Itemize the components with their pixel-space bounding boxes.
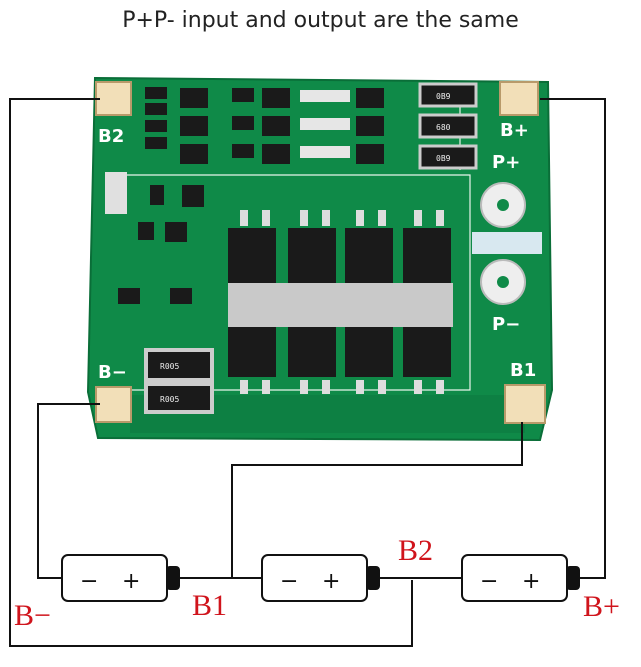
pcb-label-p-minus: P− <box>492 314 520 335</box>
battery-3: − + <box>461 554 580 602</box>
wire-b2 <box>9 98 413 647</box>
pad-b-minus <box>95 386 132 423</box>
pad-b-plus <box>499 81 539 116</box>
page-title: P+P- input and output are the same <box>122 8 519 33</box>
resistor-0-code: 0B9 <box>436 92 451 101</box>
mosfet-bottom-row <box>228 305 453 377</box>
shunt-1: R005 <box>144 382 214 414</box>
battery-1: − + <box>61 554 180 602</box>
battery-2-minus: − <box>280 569 298 594</box>
pcb-label-b2: B2 <box>98 126 124 147</box>
pcb-label-b-minus: B− <box>98 362 127 383</box>
resistor-1-code: 680 <box>436 123 451 132</box>
pcb-label-b1: B1 <box>510 360 536 381</box>
label-b2: B2 <box>398 534 433 567</box>
label-b-plus: B+ <box>583 590 620 623</box>
pad-b2 <box>95 81 132 116</box>
wire-b-minus <box>37 403 100 579</box>
shunt-0-code: R005 <box>160 362 179 371</box>
battery-3-minus: − <box>480 569 498 594</box>
wire-b-plus <box>540 98 606 579</box>
battery-1-plus: + <box>122 569 140 594</box>
battery-2: − + <box>261 554 380 602</box>
resistor-2-code: 0B9 <box>436 154 451 163</box>
wires <box>9 98 606 647</box>
label-b1: B1 <box>192 589 227 622</box>
battery-1-minus: − <box>80 569 98 594</box>
label-b-minus: B− <box>14 599 51 632</box>
pcb-label-p-plus: P+ <box>492 152 520 173</box>
mosfet-top-row <box>228 228 453 305</box>
resistor-2: 0B9 <box>418 144 478 170</box>
battery-2-plus: + <box>322 569 340 594</box>
shunt-0: R005 <box>144 348 214 382</box>
wire-b1 <box>231 422 523 578</box>
battery-3-plus: + <box>522 569 540 594</box>
pcb-label-b-plus: B+ <box>500 120 529 141</box>
shunt-1-code: R005 <box>160 395 179 404</box>
resistor-0: 0B9 <box>418 82 478 108</box>
resistor-1: 680 <box>418 113 478 139</box>
pad-b1 <box>504 384 546 424</box>
